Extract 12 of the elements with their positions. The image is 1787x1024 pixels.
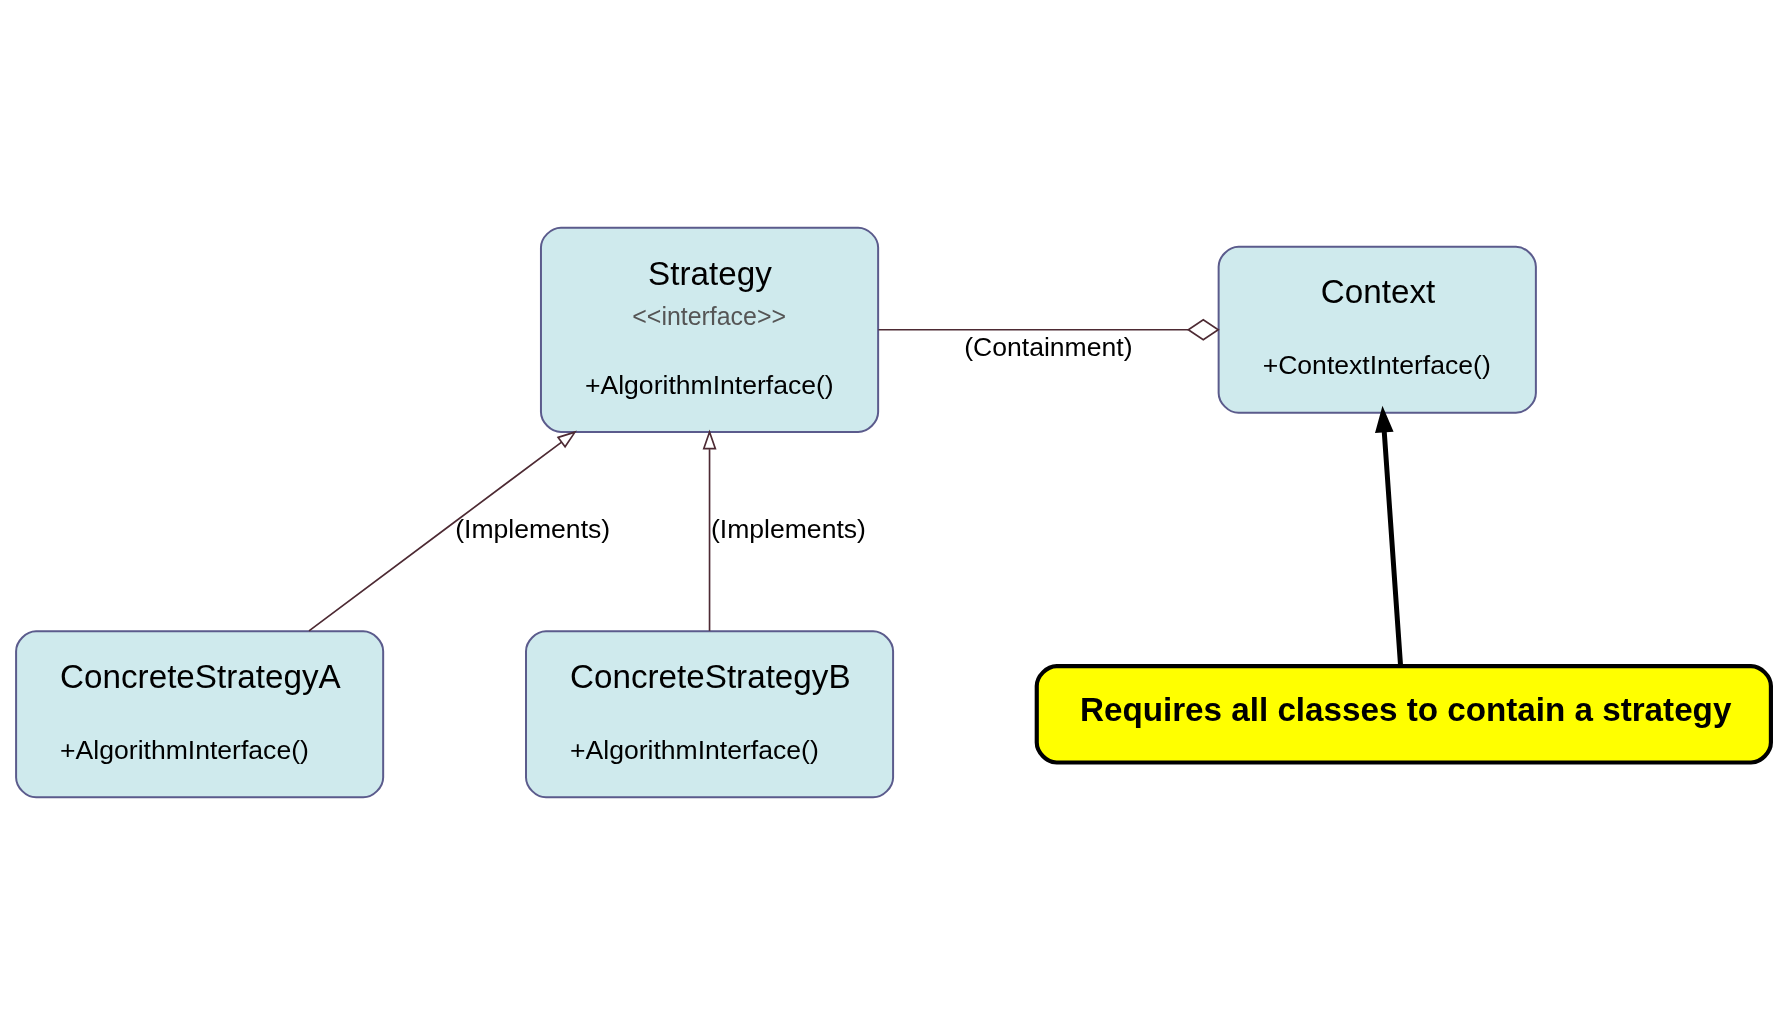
arrow xyxy=(702,429,717,632)
node-box: Context +ContextInterface() xyxy=(1217,245,1537,414)
node-box: Requires all classes to contain a strategy xyxy=(1034,663,1773,765)
arrow xyxy=(1375,405,1404,666)
connector xyxy=(877,318,1220,341)
edge-label: (Containment) xyxy=(964,331,1133,362)
edge-label: (Implements) xyxy=(455,513,611,544)
node-box: ConcreteStrategyB +AlgorithmInterface() xyxy=(525,629,895,798)
node-box: Strategy <<interface>> +AlgorithmInterface() xyxy=(539,226,880,433)
edge-label: (Implements) xyxy=(710,513,866,544)
arrow xyxy=(308,430,577,632)
node-box: ConcreteStrategyA +AlgorithmInterface() xyxy=(15,629,385,798)
